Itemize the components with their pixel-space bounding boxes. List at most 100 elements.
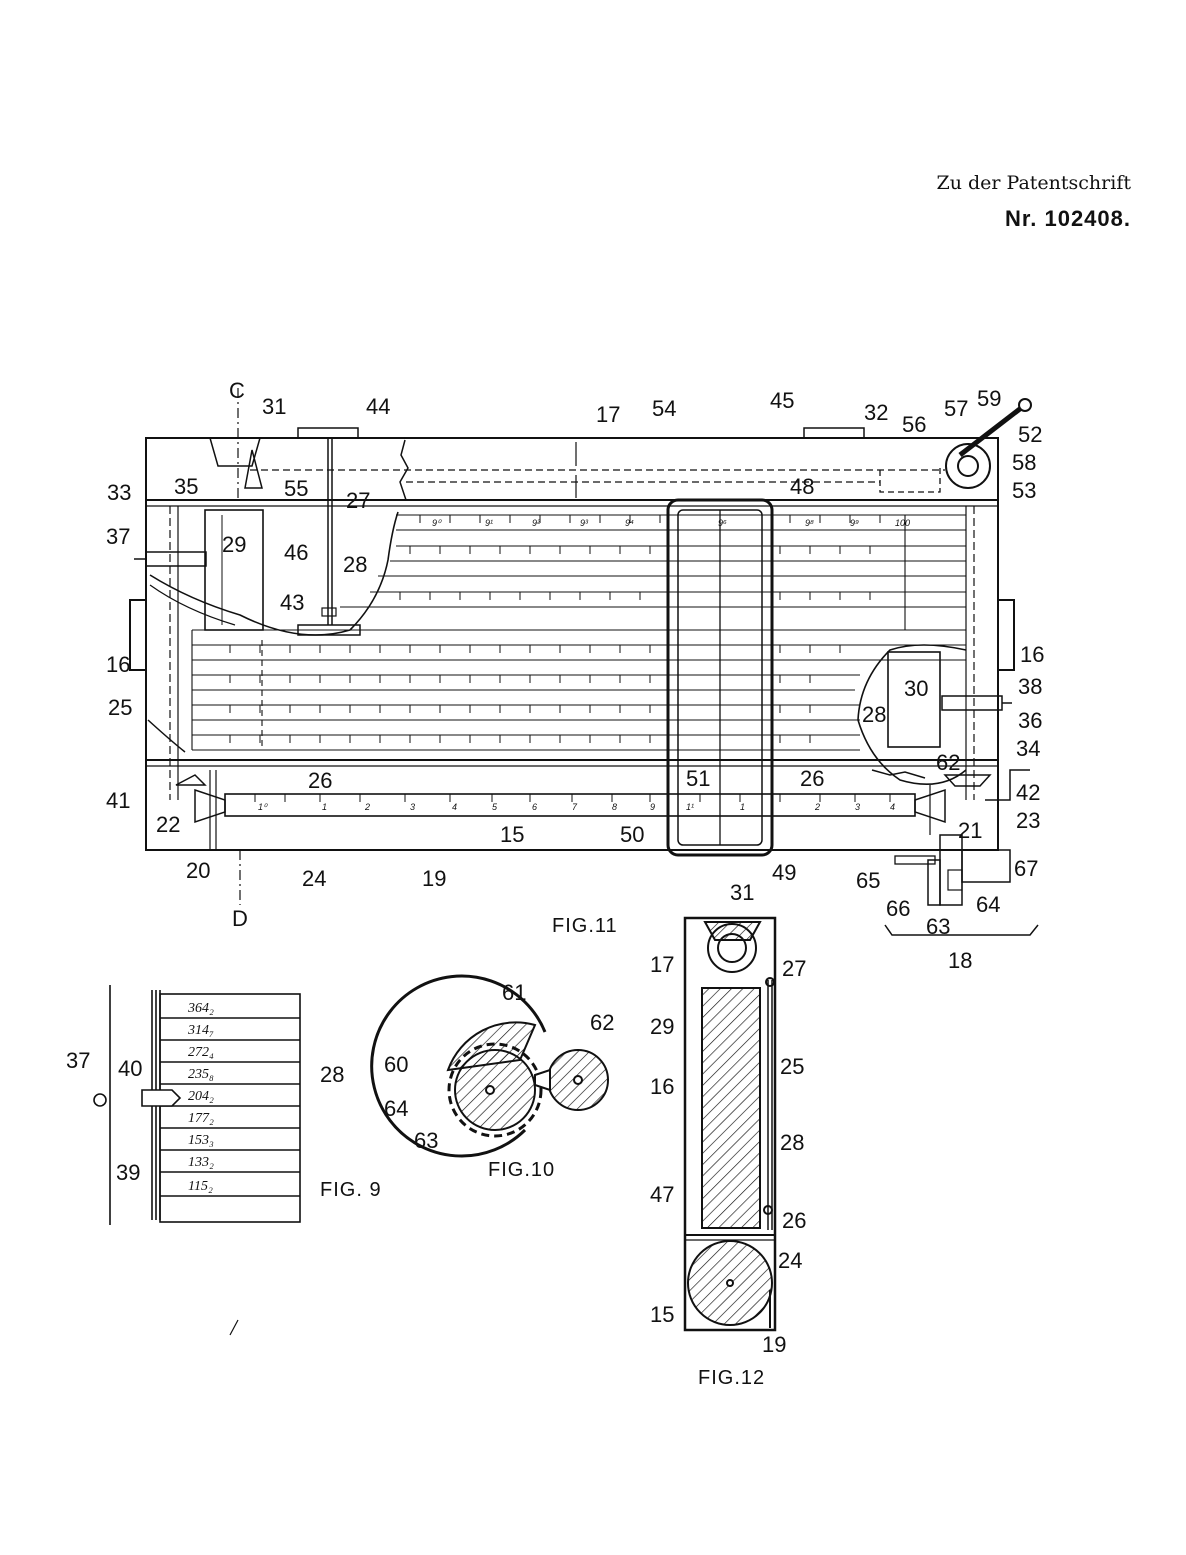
ref-label: 28 bbox=[343, 552, 367, 577]
slide-label: 4 bbox=[452, 802, 457, 812]
figure-12-labels: 31 17 27 29 25 16 28 47 26 24 15 19 FIG.… bbox=[650, 880, 806, 1389]
figure-9 bbox=[93, 985, 301, 1336]
ref-label: 66 bbox=[886, 896, 910, 921]
table-entry: 177₂ bbox=[188, 1111, 214, 1126]
ref-label: 15 bbox=[650, 1302, 674, 1327]
ref-label: 61 bbox=[502, 980, 526, 1005]
scale-label: 9⁶ bbox=[718, 518, 727, 528]
slide-label: 8 bbox=[612, 802, 617, 812]
ref-label: 27 bbox=[782, 956, 806, 981]
ref-label: 28 bbox=[780, 1130, 804, 1155]
scale-label: 9² bbox=[532, 518, 541, 528]
ref-label: 52 bbox=[1018, 422, 1042, 447]
ref-label: 50 bbox=[620, 822, 644, 847]
ref-label: 19 bbox=[422, 866, 446, 891]
ref-label: 28 bbox=[862, 702, 886, 727]
figure-caption: FIG.11 bbox=[552, 915, 618, 937]
ref-label: 25 bbox=[108, 695, 132, 720]
figure-caption: FIG.10 bbox=[488, 1159, 555, 1181]
ref-label: 49 bbox=[772, 860, 796, 885]
figure-11-labels: C 31 44 17 54 45 32 56 57 59 52 58 53 33… bbox=[106, 378, 1044, 973]
ref-label: 31 bbox=[262, 394, 286, 419]
ref-label: 23 bbox=[1016, 808, 1040, 833]
ref-label: 64 bbox=[384, 1096, 408, 1121]
ref-label: 63 bbox=[926, 914, 950, 939]
ref-label: 60 bbox=[384, 1052, 408, 1077]
ref-label: 19 bbox=[762, 1332, 786, 1357]
ref-label: 32 bbox=[864, 400, 888, 425]
figure-9-labels: 37 40 28 39 FIG. 9 bbox=[66, 1048, 382, 1201]
ref-label: 44 bbox=[366, 394, 390, 419]
ref-label: 41 bbox=[106, 788, 130, 813]
table-entry: 272₄ bbox=[188, 1045, 214, 1060]
ref-label: 59 bbox=[977, 386, 1001, 411]
ref-label: 39 bbox=[116, 1160, 140, 1185]
ref-label: 45 bbox=[770, 388, 794, 413]
ref-label: 22 bbox=[156, 812, 180, 837]
ref-label: 56 bbox=[902, 412, 926, 437]
ref-label: 48 bbox=[790, 474, 814, 499]
figure-10-labels: 61 62 60 64 63 FIG.10 bbox=[384, 980, 614, 1181]
ref-label: 17 bbox=[596, 402, 620, 427]
slide-label: 2 bbox=[814, 802, 820, 812]
table-entry: 314₇ bbox=[187, 1023, 214, 1038]
slide-label: 3 bbox=[410, 802, 415, 812]
patent-number: Nr. 102408. bbox=[1005, 206, 1131, 231]
scale-label: 9⁴ bbox=[625, 518, 634, 528]
ref-label: 29 bbox=[650, 1014, 674, 1039]
ref-label: 20 bbox=[186, 858, 210, 883]
ref-label: 54 bbox=[652, 396, 676, 421]
ref-label: 27 bbox=[346, 488, 370, 513]
ref-label: 15 bbox=[500, 822, 524, 847]
figure-12 bbox=[683, 916, 777, 1332]
ref-label: 64 bbox=[976, 892, 1000, 917]
figure-9-entries: 364₂ 314₇ 272₄ 235₈ 204₂ 177₂ 153₃ 133₂ … bbox=[187, 1001, 214, 1194]
patent-header-line: Zu der Patentschrift bbox=[936, 172, 1131, 194]
ref-label: 31 bbox=[730, 880, 754, 905]
ref-label: 16 bbox=[650, 1074, 674, 1099]
slide-label: 1¹ bbox=[686, 802, 694, 812]
ref-label: 40 bbox=[118, 1056, 142, 1081]
ref-label: 29 bbox=[222, 532, 246, 557]
ref-label: 25 bbox=[780, 1054, 804, 1079]
table-entry: 204₂ bbox=[188, 1089, 214, 1104]
slide-label: 4 bbox=[890, 802, 895, 812]
table-entry: 153₃ bbox=[188, 1133, 214, 1148]
slide-label: 6 bbox=[532, 802, 537, 812]
ref-label: 47 bbox=[650, 1182, 674, 1207]
slide-label: 2 bbox=[364, 802, 370, 812]
ref-label: 33 bbox=[107, 480, 131, 505]
ref-label: 26 bbox=[800, 766, 824, 791]
scale-label: 9⁸ bbox=[805, 518, 814, 528]
ref-label: 51 bbox=[686, 766, 710, 791]
ref-label: 34 bbox=[1016, 736, 1040, 761]
ref-label: 26 bbox=[782, 1208, 806, 1233]
slide-label: 1⁰ bbox=[258, 802, 268, 812]
ref-label: 42 bbox=[1016, 780, 1040, 805]
ref-label: 58 bbox=[1012, 450, 1036, 475]
ref-label: 26 bbox=[308, 768, 332, 793]
table-entry: 115₂ bbox=[188, 1179, 213, 1194]
scale-label: 9³ bbox=[580, 518, 589, 528]
figure-caption: FIG. 9 bbox=[320, 1179, 382, 1201]
figure-10 bbox=[370, 974, 609, 1158]
ref-label: 65 bbox=[856, 868, 880, 893]
figure-11 bbox=[129, 388, 1039, 936]
slide-scale-labels: 1⁰ 1 2 3 4 5 6 7 8 9 1¹ 1 2 3 4 bbox=[258, 802, 895, 812]
ref-label: 17 bbox=[650, 952, 674, 977]
ref-label: 16 bbox=[106, 652, 130, 677]
ref-label: 55 bbox=[284, 476, 308, 501]
ref-label: 24 bbox=[778, 1248, 802, 1273]
slide-label: 3 bbox=[855, 802, 860, 812]
table-entry: 133₂ bbox=[188, 1155, 214, 1170]
ref-label: 67 bbox=[1014, 856, 1038, 881]
scale-label: 100 bbox=[895, 518, 910, 528]
slide-label: 1 bbox=[740, 802, 745, 812]
table-entry: 235₈ bbox=[188, 1067, 214, 1082]
ref-label: 63 bbox=[414, 1128, 438, 1153]
slide-label: 5 bbox=[492, 802, 498, 812]
scale-label: 9¹ bbox=[485, 518, 493, 528]
scale-label: 9⁹ bbox=[850, 518, 859, 528]
